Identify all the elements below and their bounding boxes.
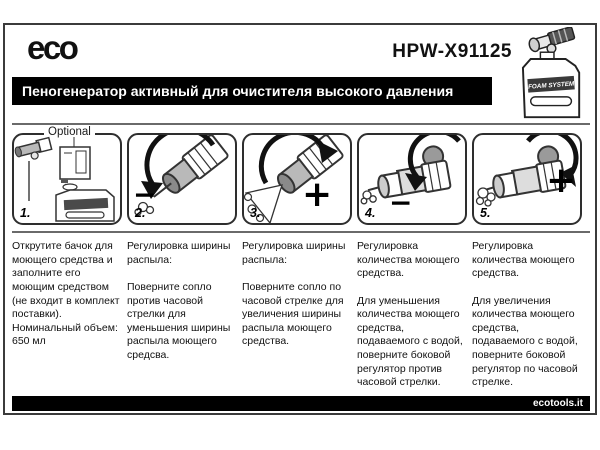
rotate-nozzle-ccw-illustration bbox=[134, 135, 229, 216]
fill-bottle-illustration bbox=[14, 136, 115, 222]
nozzle-icon bbox=[153, 135, 229, 198]
rotate-nozzle-cw-illustration bbox=[244, 135, 344, 223]
rotate-cw-arrow-icon bbox=[526, 135, 579, 177]
step-number: 3. bbox=[250, 206, 261, 220]
step-panel-4: − 4. bbox=[357, 133, 467, 225]
minus-sign: − bbox=[389, 186, 413, 219]
arrowhead bbox=[560, 167, 576, 187]
eco-logo: eco bbox=[27, 29, 79, 66]
spray-cloud bbox=[475, 187, 496, 207]
bottle-icon: FOAM SYSTEM bbox=[521, 58, 581, 119]
arrowhead bbox=[141, 181, 163, 199]
product-title-bar: Пеногенератор активный для очистителя вы… bbox=[12, 77, 492, 105]
model-number: HPW-X91125 bbox=[392, 41, 512, 62]
step-description-3: Регулировка ширины распыла: Поверните со… bbox=[242, 240, 346, 348]
spray-cloud bbox=[360, 190, 377, 205]
nozzle-icon bbox=[276, 135, 344, 194]
divider-line bbox=[12, 231, 590, 233]
regulator-ccw-illustration bbox=[360, 135, 461, 205]
regulator-cw-illustration bbox=[475, 135, 579, 207]
nozzle-icon bbox=[528, 27, 576, 54]
bottle-icon bbox=[55, 183, 115, 222]
nozzle-icon bbox=[367, 145, 452, 199]
step-description-5: Регулировка количества моющего средства.… bbox=[472, 240, 578, 389]
detergent-box-icon bbox=[59, 146, 91, 183]
step-panel-1: Optional bbox=[12, 126, 122, 225]
arrowhead bbox=[405, 173, 427, 191]
product-label: FOAM SYSTEM bbox=[528, 80, 575, 90]
step-panel-5: + 5. bbox=[472, 133, 582, 225]
step-description-2: Регулировка ширины распыла: Поверните со… bbox=[127, 240, 231, 362]
step-number: 1. bbox=[20, 206, 31, 220]
instruction-sheet: eco HPW-X91125 FOAM SYSTEM Пеногенератор… bbox=[3, 23, 597, 415]
nozzle-icon bbox=[484, 145, 567, 199]
plus-sign: + bbox=[302, 174, 333, 215]
rotate-cw-arrow-icon bbox=[258, 135, 327, 185]
optional-label: Optional bbox=[44, 126, 95, 138]
rotate-ccw-arrow-icon bbox=[144, 135, 216, 187]
step-panel-3: + 3. bbox=[242, 133, 352, 225]
arrowhead bbox=[318, 141, 338, 163]
step-panel-2: − 2. bbox=[127, 133, 237, 225]
step-number: 4. bbox=[365, 206, 376, 220]
nozzle-icon bbox=[14, 136, 53, 160]
website-bar: ecotools.it bbox=[12, 396, 590, 411]
rotate-ccw-arrow-icon bbox=[407, 135, 461, 179]
step-number: 2. bbox=[135, 206, 146, 220]
plus-sign: + bbox=[546, 160, 577, 201]
step-description-4: Регулировка количества моющего средства.… bbox=[357, 240, 463, 389]
foam-bottle-product-image: FOAM SYSTEM bbox=[521, 27, 581, 119]
divider-line bbox=[12, 123, 590, 125]
minus-sign: − bbox=[133, 178, 157, 211]
spray-cloud bbox=[134, 201, 155, 216]
wide-spray-cone bbox=[244, 184, 283, 223]
step-description-1: Открутите бачок для моющего средства и з… bbox=[12, 240, 120, 348]
step-number: 5. bbox=[480, 206, 491, 220]
